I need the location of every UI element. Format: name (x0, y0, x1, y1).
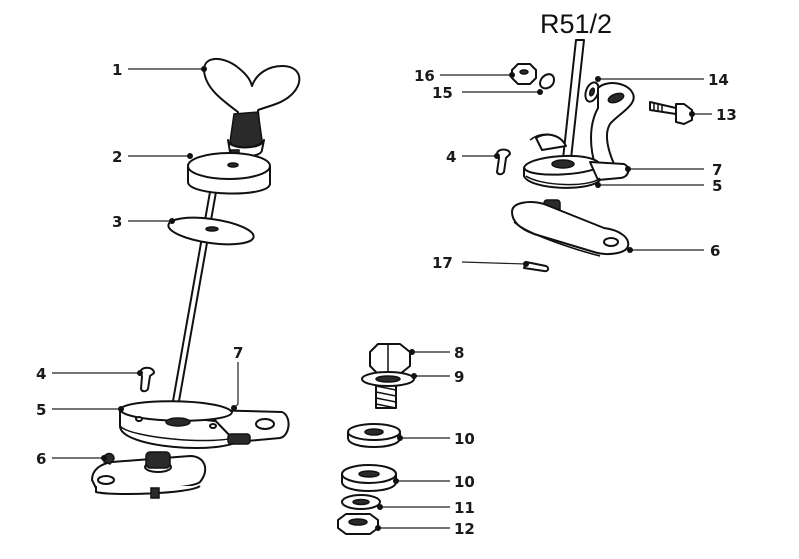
small-nut (511, 63, 537, 85)
leader-lines (52, 66, 712, 531)
diagram-title: R51/2 (540, 9, 612, 39)
callout-4-right: 4 (446, 148, 456, 166)
callout-7-left: 7 (233, 344, 243, 362)
steering-rod (169, 174, 220, 419)
callout-12: 12 (454, 520, 475, 538)
wing-knob (203, 58, 301, 165)
bolt-washer (361, 371, 415, 387)
split-washer (341, 494, 381, 510)
callout-17: 17 (432, 254, 453, 272)
r51-plate (511, 199, 630, 257)
base-housing-with-arm (119, 400, 290, 449)
callout-6-left: 6 (36, 450, 46, 468)
callout-14: 14 (708, 71, 729, 89)
callout-3: 3 (112, 213, 122, 231)
flat-washer-a (347, 423, 401, 448)
hex-nut (337, 513, 379, 535)
split-pin (523, 261, 550, 273)
r51-pin (496, 148, 511, 176)
long-bolt (649, 101, 693, 125)
thin-plate-washer (167, 216, 255, 246)
callout-10-b: 10 (454, 473, 475, 491)
callout-10-a: 10 (454, 430, 475, 448)
callout-2: 2 (112, 148, 122, 166)
callout-8: 8 (454, 344, 464, 362)
callout-1: 1 (112, 61, 122, 79)
callout-4-left: 4 (36, 365, 46, 383)
thick-disc (187, 152, 271, 195)
r51-rod (561, 39, 585, 169)
callout-labels: 1 2 3 4 5 6 7 8 9 10 10 11 12 13 14 15 1… (36, 61, 737, 538)
small-washer (584, 81, 600, 103)
callout-16: 16 (414, 67, 435, 85)
right-assembly (496, 39, 693, 273)
callout-13: 13 (716, 106, 737, 124)
callout-15: 15 (432, 84, 453, 102)
callout-9: 9 (454, 368, 464, 386)
callout-6-right: 6 (710, 242, 720, 260)
callout-5-right: 5 (712, 177, 722, 195)
r51-housing (523, 133, 630, 189)
small-lock-washer (539, 73, 555, 90)
callout-7-right: 7 (712, 161, 722, 179)
callout-11: 11 (454, 499, 475, 517)
bottom-plate (91, 451, 207, 499)
left-assembly (91, 58, 301, 499)
flat-washer-b (341, 464, 397, 492)
bracket (590, 82, 635, 169)
small-pin (139, 366, 155, 393)
callout-5-left: 5 (36, 401, 46, 419)
